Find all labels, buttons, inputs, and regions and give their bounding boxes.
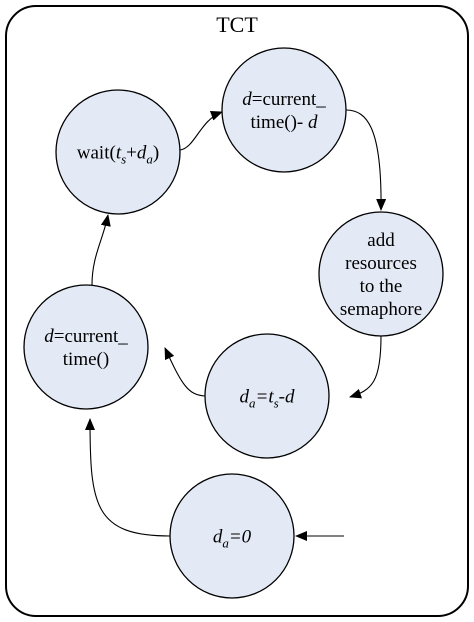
- node-init-da: da=0: [169, 473, 295, 599]
- node-label-line: add: [367, 230, 395, 251]
- edge-compute-da-to-record-d: [164, 347, 206, 397]
- node-label-line: time()- d: [250, 112, 318, 133]
- label-subscript: a: [146, 151, 153, 166]
- label-subscript: s: [121, 151, 126, 166]
- node-label-line: resources: [345, 253, 417, 274]
- label-subscript: s: [274, 395, 279, 410]
- label-segment: d: [213, 526, 223, 547]
- label-segment: =current_: [54, 326, 129, 347]
- node-circle: [55, 89, 181, 215]
- node-wait: wait(ts+da): [55, 89, 181, 215]
- label-segment: add: [367, 230, 395, 251]
- node-label-line: d=current_: [44, 326, 128, 347]
- label-segment: resources: [345, 253, 417, 274]
- label-segment: d: [308, 112, 318, 133]
- label-segment: ): [153, 142, 159, 163]
- node-label: da=0: [213, 526, 252, 550]
- node-label: d=current_time(): [44, 326, 128, 370]
- label-segment: =0: [229, 526, 252, 547]
- label-subscript: a: [249, 395, 256, 410]
- node-label-line: to the: [360, 276, 403, 297]
- node-label-line: d=current_: [242, 89, 326, 110]
- node-circle: [221, 47, 347, 173]
- node-label-line: da=ts-d: [240, 386, 295, 410]
- label-segment: +: [126, 142, 137, 163]
- label-segment: t: [116, 142, 122, 163]
- label-segment: wait(: [77, 142, 116, 163]
- label-segment: to the: [360, 276, 403, 297]
- label-segment: time(): [63, 349, 109, 370]
- edge-layer: [85, 109, 387, 541]
- node-circle: [204, 333, 330, 459]
- label-segment: d: [240, 386, 250, 407]
- edge-init-da-to-record-d: [85, 418, 171, 537]
- label-segment: =current_: [252, 89, 327, 110]
- diagram-title: TCT: [216, 12, 258, 37]
- node-record-d: d=current_time(): [23, 284, 149, 410]
- node-circle: [318, 211, 444, 337]
- label-segment: d: [137, 142, 147, 163]
- node-circle: [169, 473, 295, 599]
- node-label-line: semaphore: [340, 299, 422, 320]
- label-segment: t: [268, 386, 274, 407]
- label-segment: time()-: [250, 112, 308, 133]
- edge-add-resources-to-compute-da: [349, 335, 382, 399]
- node-label-line: wait(ts+da): [77, 142, 159, 166]
- node-label-line: time(): [63, 349, 109, 370]
- label-segment: semaphore: [340, 299, 422, 320]
- node-compute-da: da=ts-d: [204, 333, 330, 459]
- label-segment: d: [44, 326, 54, 347]
- label-segment: =: [256, 386, 269, 407]
- node-label-line: da=0: [213, 526, 252, 550]
- label-segment: -d: [279, 386, 295, 407]
- node-label: wait(ts+da): [77, 142, 159, 166]
- label-segment: d: [242, 89, 252, 110]
- edge-compute-d-elapsed-to-add-resources: [345, 109, 387, 211]
- edge-wait-to-compute-d-elapsed: [179, 111, 223, 151]
- node-label: da=ts-d: [240, 386, 295, 410]
- node-circle: [23, 284, 149, 410]
- node-compute-d-elapsed: d=current_time()- d: [221, 47, 347, 173]
- edge-record-d-to-wait: [91, 214, 111, 286]
- node-label: d=current_time()- d: [242, 89, 326, 133]
- label-subscript: a: [222, 535, 229, 550]
